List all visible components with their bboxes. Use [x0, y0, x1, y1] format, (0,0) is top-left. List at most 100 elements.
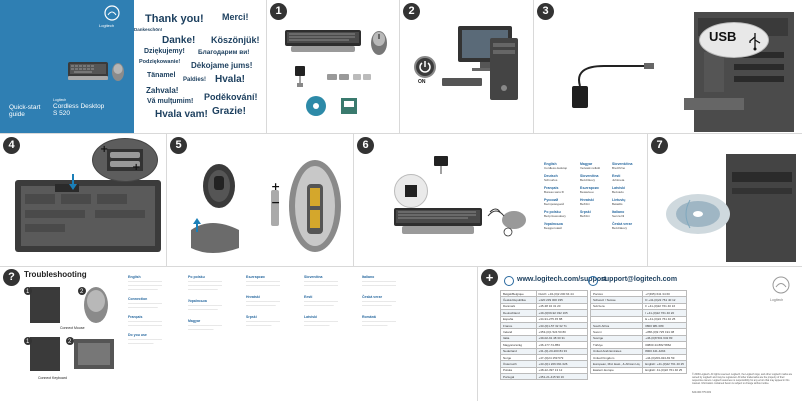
phone-cell: +43-(0)1 206 091 026: [535, 360, 589, 368]
lang-heading: Latviski: [612, 186, 626, 190]
quickstart-title: Quick-start guide: [9, 104, 40, 118]
lang-text: Bežični: [580, 202, 590, 206]
phone-cell: +420 239 000 335: [535, 296, 589, 304]
legal-text: © 2009 Logitech. All rights reserved. Lo…: [692, 373, 793, 385]
country-cell: Eastern Europe: [589, 366, 644, 375]
trouble-column-5: Italiano ───────────────────────────────…: [362, 275, 418, 395]
mouse-bottom-image: [177, 150, 247, 260]
svg-text:2: 2: [68, 339, 72, 345]
plus-sign: +: [100, 144, 109, 155]
trouble-text: ────────────────────────────: [304, 319, 339, 327]
support-row: France+33-(0)1-57 32 32 71: [500, 321, 589, 330]
country-cell: Suomi: [589, 328, 644, 336]
computer-image: [428, 18, 528, 108]
separator: [399, 0, 400, 133]
phone-cell: +31-(0)-20-200 84 33: [535, 347, 589, 355]
lang-text: Беспроводной: [544, 202, 565, 206]
battery-callout: [92, 138, 158, 182]
trouble-text: ────────────────────────────: [128, 337, 163, 345]
trouble-subheading: Latviski: [304, 315, 318, 319]
step-number: 1: [270, 3, 287, 20]
receiver-on-monitor-image: [414, 152, 454, 176]
phone-cell: +7(495) 641 34 60: [642, 289, 687, 298]
phone-cell: I +41-(0)22 761 40 20: [642, 309, 687, 317]
trouble-text: ──────────────────────────────: [246, 299, 281, 307]
phone-cell: +44-(0)203-024-81 59: [642, 353, 687, 362]
lang-text: Belaidis: [612, 202, 623, 206]
support-row: Österreich+43-(0)1 206 091 026: [500, 360, 589, 368]
thanks-word-14: Poděkování!: [204, 92, 258, 102]
trouble-column-3: Български ──────────────────────────────…: [246, 275, 302, 395]
support-email[interactable]: support@logitech.com: [601, 276, 678, 283]
support-row: Portugal+351-21-415 90 16: [500, 373, 589, 381]
support-url[interactable]: www.logitech.com/support: [517, 276, 607, 283]
support-row: Danmark+45-38 32 31 20: [500, 302, 589, 311]
trouble-heading: Slovenčina: [304, 275, 323, 279]
thanks-word-10: Tänamel: [147, 72, 176, 79]
separator: [0, 266, 802, 267]
country-cell: [589, 315, 644, 323]
phone-cell: +39-02-91 48 30 31: [535, 334, 589, 343]
thanks-word-16: Hvala vam!: [155, 109, 208, 120]
keyboard-image: [285, 26, 361, 56]
separator: [647, 134, 648, 266]
troubleshooting-title: Troubleshooting: [24, 270, 87, 279]
trouble-subheading: Srpski: [246, 315, 257, 319]
separator: [533, 0, 534, 133]
phone-cell: +48-22-397 13 12: [535, 366, 589, 375]
usb-label: USB: [709, 29, 737, 44]
phone-cell: +36-177-74-853: [535, 341, 589, 349]
step-number: 2: [403, 3, 420, 20]
step4-panel: 4 + +: [0, 134, 166, 266]
plus-sign: +: [271, 180, 281, 193]
lang-heading: Русский: [544, 198, 559, 202]
separator: [266, 0, 267, 133]
country-cell: Türkiye: [589, 341, 644, 349]
country-cell: Portugal: [500, 373, 537, 381]
lang-heading: Po polsku: [544, 210, 561, 214]
lang-text: Bezvadu: [612, 190, 624, 194]
power-button[interactable]: [414, 56, 436, 78]
phone-cell: +358-(0)9 725 191 08: [642, 328, 687, 336]
phone-cell: English: 41-(0)22 761 40 25: [642, 366, 687, 375]
country-cell: United Arab Emirates: [589, 347, 644, 355]
svg-text:1: 1: [26, 339, 30, 345]
phone-cell: +353-(0)1 524 50 80: [535, 328, 589, 336]
country-cell: Россия: [589, 289, 644, 298]
step2-panel: 2 ON: [400, 0, 533, 133]
support-row: I +41-(0)22 761 40 20: [589, 309, 687, 317]
phone-cell: +34-91-275 45 88: [535, 315, 589, 323]
phone-cell: 0800 981 089: [642, 321, 687, 330]
trouble-subheading: Connection: [128, 297, 148, 301]
language-column-2: Magyar Vezeték nélküli Slovenčina Bezdrô…: [580, 162, 612, 218]
support-row: E +41-(0)22 761 40 25: [589, 315, 687, 323]
phone-cell: +33-(0)1-57 32 32 71: [535, 321, 589, 330]
lang-text: Brezžično: [612, 166, 626, 170]
lang-text: Vezeték nélküli: [580, 166, 601, 170]
phone-cell: F +41-(0)22 761 40 16: [642, 302, 687, 311]
separator: [477, 267, 478, 401]
lang-text: Bezprzewodowy: [544, 214, 566, 218]
phone-cell: 00800 44 882 5862: [642, 341, 687, 349]
step-number: 3: [537, 3, 554, 20]
lang-heading: Lietuvių: [612, 198, 626, 202]
phone-cell: +47-(0)24 159 579: [535, 353, 589, 362]
phone-cell: D +41-(0)22 761 40 12: [642, 296, 687, 304]
svg-text:1: 1: [26, 289, 30, 295]
lang-text: Bureau sans fil: [544, 190, 564, 194]
lang-heading: Italiano: [612, 210, 625, 214]
language-column-3: Slovenščina Brezžično Eesti Juhtmeta Lat…: [612, 162, 646, 230]
connect-keyboard-image: 1 2: [24, 335, 120, 375]
software-cd-icon: [305, 95, 327, 117]
thanks-word-8: Podziękowanie!: [139, 59, 181, 65]
thanks-word-1: Thank you!: [145, 13, 204, 25]
trouble-text: ──────────────────────────────: [128, 301, 163, 309]
phone-cell: +45-38 32 31 20: [535, 302, 589, 311]
thanks-word-4: Danke!: [162, 35, 196, 46]
trouble-column-1: English ────────────────────────────────…: [128, 275, 184, 395]
lang-text: Juhtmeta: [612, 178, 625, 182]
